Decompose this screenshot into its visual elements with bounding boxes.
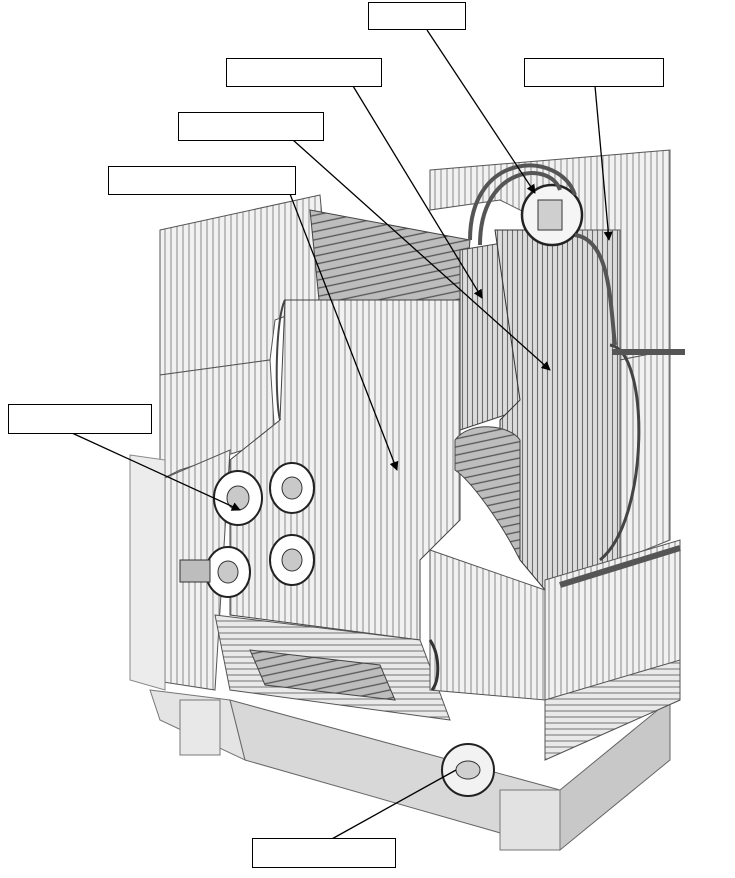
label-box-left	[8, 404, 152, 434]
mud-drum	[441, 743, 495, 797]
label-box-upper-left-1	[226, 58, 382, 87]
burner-upper-right	[269, 462, 315, 514]
burner-lower-left	[179, 546, 251, 598]
label-box-bottom	[252, 838, 396, 868]
callout-lines	[71, 29, 613, 841]
leader-upper-left-2	[292, 139, 551, 371]
furnace-roof	[309, 209, 471, 311]
leader-upper-left-3	[289, 193, 399, 471]
burner-upper-left	[213, 470, 263, 526]
burners	[179, 462, 315, 598]
leader-left	[71, 432, 241, 511]
left-outer-wall	[129, 194, 331, 691]
label-box-upper-left-2	[178, 112, 324, 141]
leader-bottom	[329, 769, 457, 841]
label-box-top-center	[368, 2, 466, 30]
label-box-upper-left-3	[108, 166, 296, 195]
steam-drum	[468, 163, 617, 346]
burner-lower-right	[269, 534, 315, 586]
leader-upper-right	[594, 85, 613, 241]
label-box-upper-right	[524, 58, 664, 87]
boiler-base	[149, 689, 671, 852]
furnace-floor	[214, 614, 451, 721]
leader-upper-left-1	[352, 85, 483, 299]
right-outer-casing	[429, 149, 685, 761]
leader-top-center	[426, 29, 536, 194]
